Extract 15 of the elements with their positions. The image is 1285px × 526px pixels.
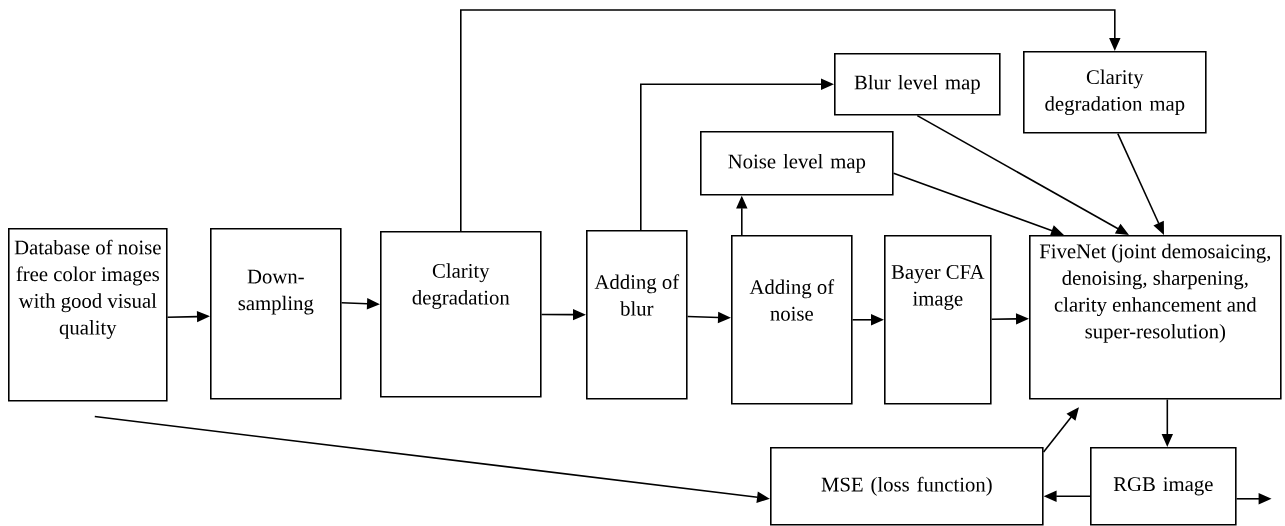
process-box: Clarity degradation [380, 231, 542, 398]
process-box: Adding of blur [586, 230, 688, 400]
process-box: Bayer CFA image [884, 235, 992, 405]
map-box: Blur level map [834, 53, 1001, 116]
process-box: RGB image [1090, 447, 1237, 526]
arrow [916, 114, 1129, 235]
arrow [1042, 407, 1079, 453]
process-box: Database of noise free color images with good visual quality [8, 228, 168, 402]
process-box: Down-sampling [210, 228, 342, 400]
process-box: Adding of noise [731, 235, 853, 405]
process-box: MSE (loss function) [770, 447, 1044, 526]
map-box: Noise level map [700, 131, 894, 196]
map-box: Clarity degradation map [1023, 51, 1207, 134]
process-box: FiveNet (joint demosaicing, denoising, sharpening, clarity enhancement and super-resolution) [1029, 235, 1282, 400]
arrow [460, 9, 1121, 232]
